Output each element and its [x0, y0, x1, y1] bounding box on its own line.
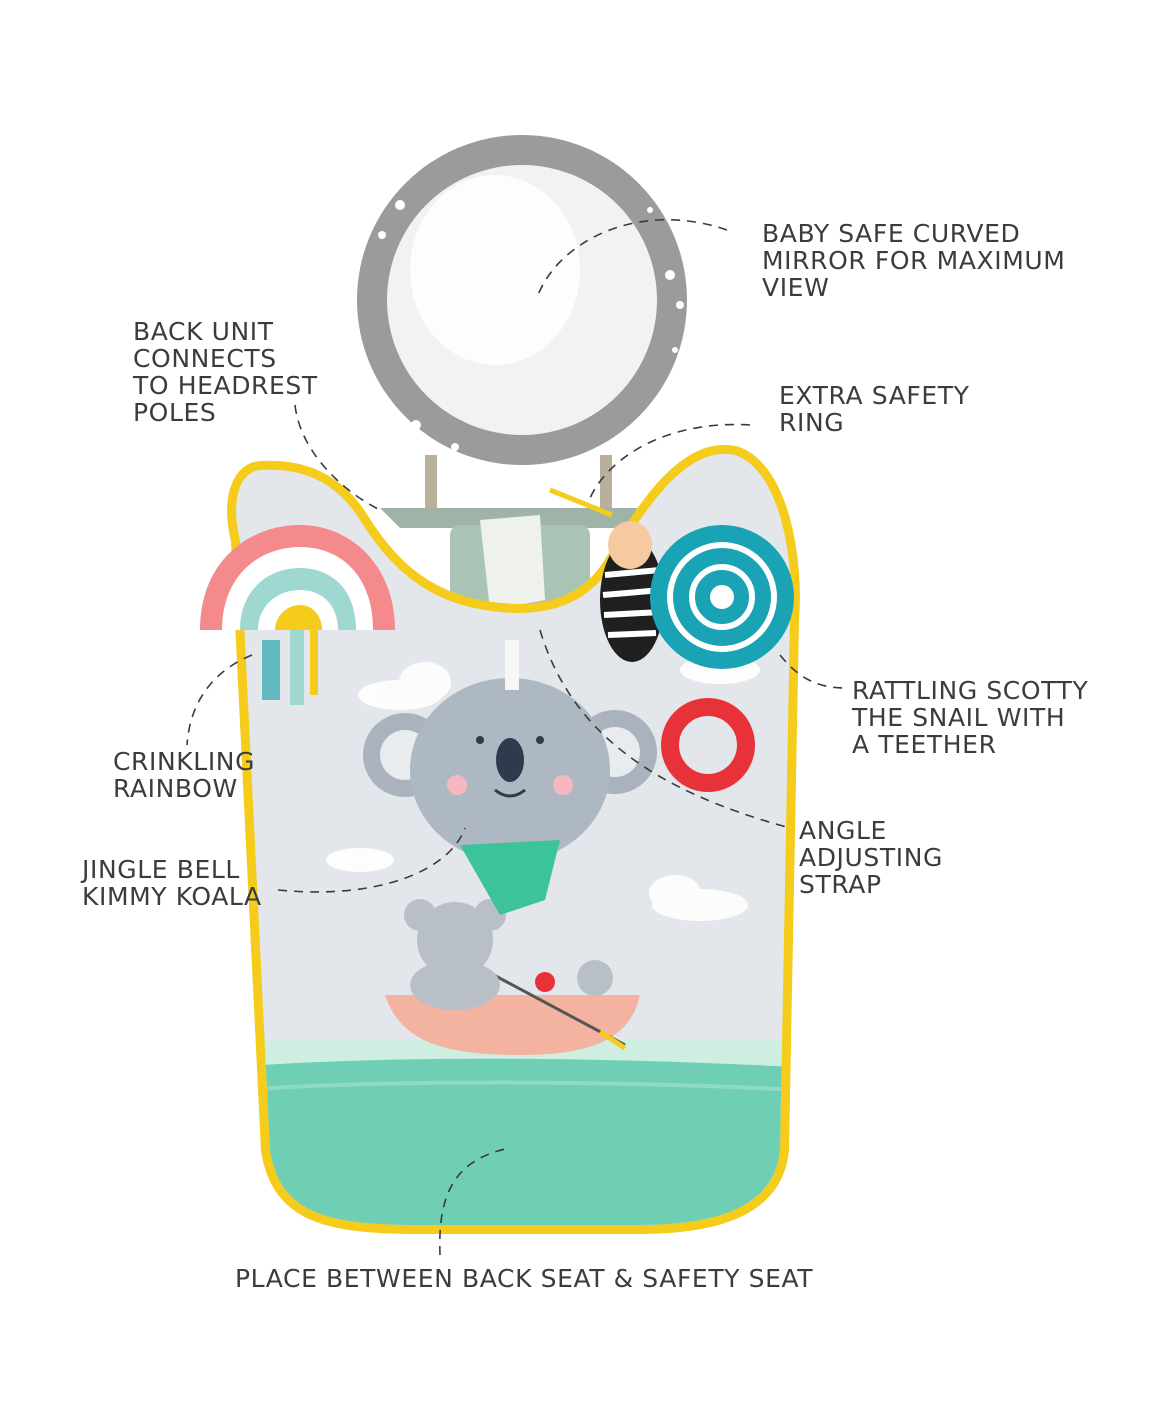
mirror-stars [378, 200, 684, 451]
callout-strap: ANGLE ADJUSTING STRAP [799, 816, 944, 899]
snail-toy [549, 487, 794, 792]
leader-lines [186, 218, 846, 1256]
mirror [357, 135, 687, 465]
callout-koala: JINGLE BELL KIMMY KOALA [82, 855, 262, 911]
callout-rainbow: CRINKLING RAINBOW [113, 747, 256, 803]
callout-back-unit: BACK UNIT CONNECTS TO HEADREST POLES [133, 317, 318, 427]
rainbow-toy [200, 525, 395, 705]
callout-placement: PLACE BETWEEN BACK SEAT & SAFETY SEAT [235, 1264, 814, 1293]
callout-safety-ring: EXTRA SAFETY RING [779, 381, 970, 437]
callout-mirror: BABY SAFE CURVED MIRROR FOR MAXIMUM VIEW [762, 219, 1066, 302]
callout-snail: RATTLING SCOTTY THE SNAIL WITH A TEETHER [852, 676, 1089, 759]
